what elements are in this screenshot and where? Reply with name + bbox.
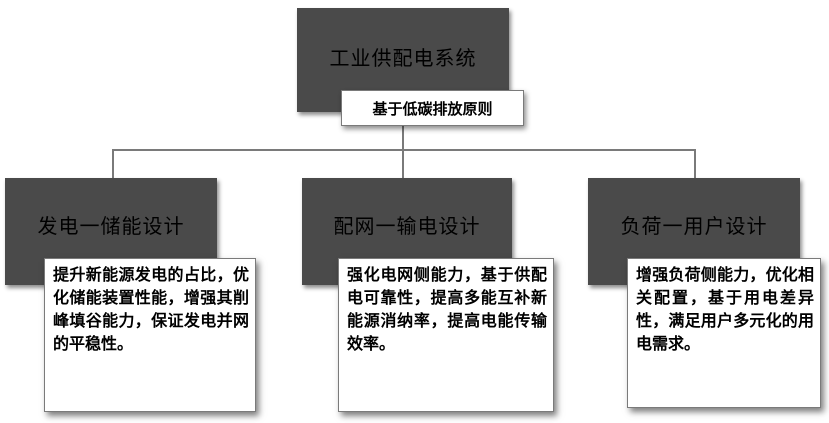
connector-right-down: [694, 149, 696, 179]
branch-description-load-user: 增强负荷侧能力，优化相关配置，基于用电差异性，满足用户多元化的用电需求。: [627, 258, 821, 408]
branch-description-distribution-transmission: 强化电网侧能力，基于供配电可靠性，提高多能互补新能源消纳率，提高电能传输效率。: [338, 258, 554, 412]
branch-description-generation-storage: 提升新能源发电的占比，优化储能装置性能，增强其削峰填谷能力，保证发电并网的平稳性…: [44, 258, 256, 412]
principle-label: 基于低碳排放原则: [341, 90, 524, 126]
connector-left-down: [112, 149, 114, 179]
branch-node-distribution-transmission: 配网一输电设计: [302, 178, 512, 285]
branch-title: 发电一储能设计: [37, 214, 185, 238]
root-title: 工业供配电系统: [329, 46, 477, 70]
connector-middle-down: [402, 149, 404, 179]
branch-title: 负荷一用户设计: [620, 214, 768, 238]
connector-root-down: [402, 126, 404, 150]
branch-title: 配网一输电设计: [333, 214, 481, 238]
